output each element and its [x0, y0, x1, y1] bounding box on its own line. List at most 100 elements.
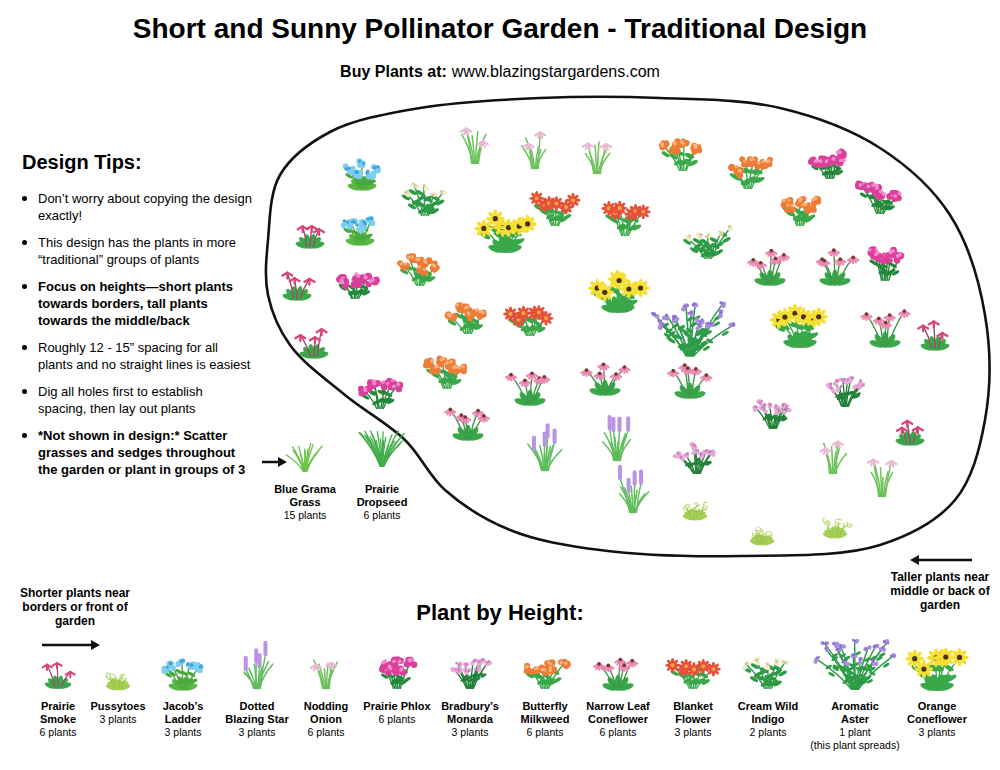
- plant-icon: [581, 362, 629, 397]
- plant-part: [850, 377, 854, 381]
- plant-icon: [282, 273, 315, 302]
- plant-part: [626, 286, 631, 291]
- plant-part: [456, 303, 460, 307]
- plant-part: [364, 273, 370, 279]
- plant-part: [450, 358, 456, 364]
- plant-part: [422, 184, 425, 187]
- plant-part: [843, 378, 845, 380]
- plant-part: [618, 206, 622, 210]
- plant-part: [423, 184, 426, 187]
- plant-part: [430, 193, 433, 196]
- plant-part: [538, 132, 540, 168]
- plant-part: [782, 315, 787, 320]
- plant-part: [538, 306, 545, 313]
- plant-part: [414, 184, 417, 187]
- plant-part: [671, 369, 675, 373]
- plant-part: [437, 356, 443, 362]
- plant-part: [786, 405, 788, 407]
- plant-part: [525, 380, 528, 403]
- plant-part: [757, 161, 761, 165]
- plant-part: [309, 279, 314, 282]
- plant-icon: [358, 378, 403, 409]
- plant-part: [942, 333, 947, 336]
- plant-icon: [475, 209, 537, 254]
- plant-part: [430, 359, 434, 363]
- plant-part: [718, 230, 728, 238]
- plant-icon: [808, 149, 847, 179]
- plant-part: [588, 144, 594, 174]
- plant-part: [782, 403, 786, 407]
- plant-part: [934, 342, 950, 352]
- plant-part: [675, 318, 688, 356]
- plant-part: [775, 407, 786, 428]
- plant-part: [836, 386, 840, 390]
- plant-part: [782, 404, 786, 408]
- plant-part: [369, 380, 375, 386]
- plant-part: [721, 330, 729, 337]
- plant-part: [882, 192, 886, 196]
- plant-part: [832, 157, 836, 161]
- plant-part: [923, 326, 928, 329]
- plant-icon: [918, 322, 950, 353]
- plant-part: [737, 169, 741, 173]
- plant-part: [562, 213, 572, 221]
- plant-part: [525, 221, 530, 226]
- plant-part: [363, 275, 367, 279]
- plant-part: [287, 273, 293, 299]
- plant-part: [660, 142, 664, 146]
- plant-part: [807, 331, 819, 341]
- plant-icon: [401, 182, 447, 215]
- plant-icon: [423, 356, 467, 389]
- plant-part: [433, 194, 436, 197]
- plant-part: [384, 391, 393, 398]
- plant-part: [770, 249, 774, 253]
- plant-part: [451, 365, 457, 371]
- plant-part: [848, 383, 861, 407]
- plant-part: [523, 378, 527, 382]
- plant-icon: [770, 304, 828, 350]
- plant-part: [743, 159, 747, 163]
- plant-icon: [521, 132, 545, 168]
- plant-part: [658, 325, 663, 330]
- plant-part: [374, 384, 379, 408]
- plant-part: [707, 235, 710, 238]
- plant-icon: [343, 158, 381, 192]
- plant-part: [554, 201, 558, 205]
- plant-part: [884, 321, 888, 325]
- plant-part: [461, 365, 465, 369]
- plant-part: [493, 216, 498, 221]
- plant-part: [690, 311, 693, 314]
- plant-part: [829, 382, 831, 384]
- plant-part: [658, 325, 663, 330]
- plant-part: [737, 172, 743, 178]
- plant-part: [858, 381, 862, 385]
- plant-part: [319, 229, 324, 232]
- plant-part: [865, 312, 869, 316]
- plant-part: [661, 323, 664, 326]
- plant-part: [371, 164, 377, 170]
- plant-part: [731, 322, 736, 327]
- plant-part: [651, 312, 654, 315]
- plant-icon: [588, 270, 650, 315]
- plant-part: [446, 361, 450, 365]
- plant-part: [888, 313, 892, 317]
- plant-part: [879, 193, 885, 199]
- plant-part: [674, 334, 682, 341]
- plant-part: [585, 368, 589, 372]
- plant-part: [513, 237, 525, 247]
- plant-part: [399, 262, 403, 266]
- plant-part: [851, 255, 855, 259]
- plant-part: [722, 236, 732, 244]
- plant-part: [355, 223, 358, 226]
- plant-part: [675, 319, 689, 356]
- plant-part: [344, 167, 347, 170]
- plant-part: [389, 382, 395, 388]
- plant-part: [690, 312, 695, 317]
- plant-part: [367, 217, 370, 220]
- plant-part: [536, 326, 546, 334]
- plant-part: [705, 338, 713, 345]
- plant-part: [447, 313, 451, 317]
- plant-part: [392, 384, 396, 388]
- plant-part: [731, 324, 734, 327]
- plant-part: [828, 385, 832, 389]
